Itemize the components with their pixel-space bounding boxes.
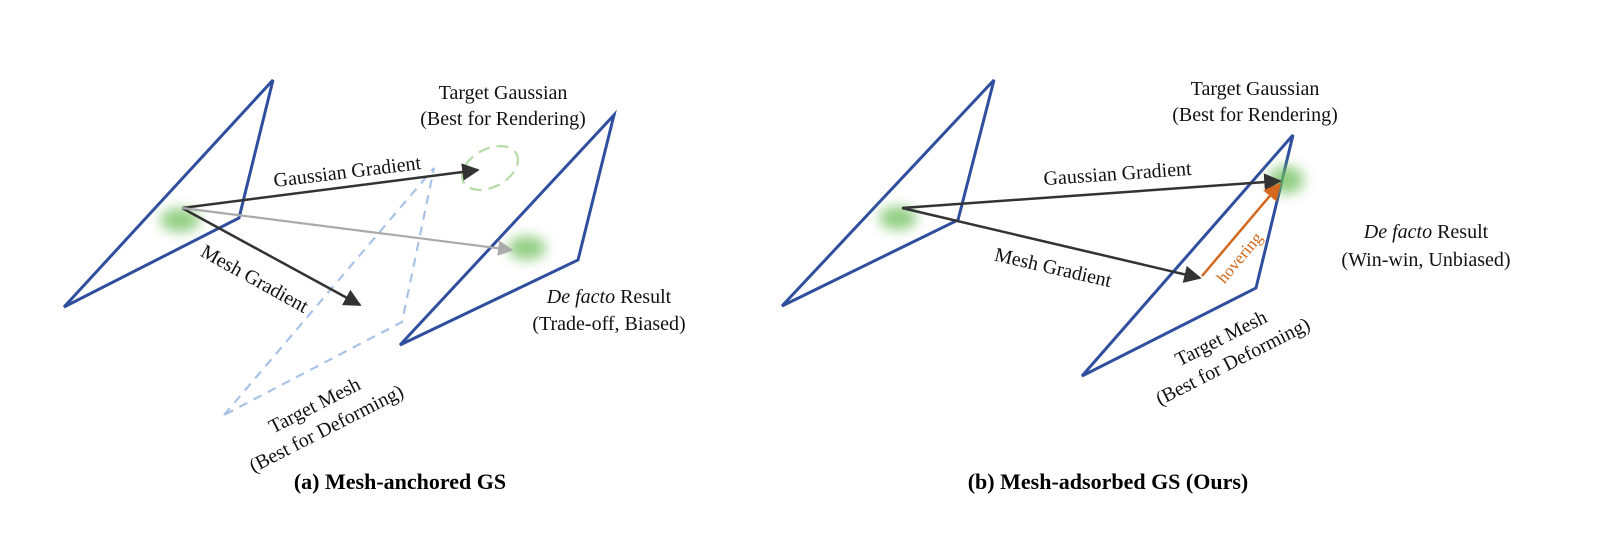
de-facto-result-subtitle: (Trade-off, Biased) xyxy=(532,313,685,335)
target-gaussian-title: Target Gaussian xyxy=(1191,78,1320,100)
de-facto-result-label: De facto Result xyxy=(1363,221,1489,243)
source-mesh-triangle xyxy=(62,78,275,309)
target-gaussian-ellipse xyxy=(460,144,520,192)
de-facto-result-subtitle: (Win-win, Unbiased) xyxy=(1341,249,1510,271)
hovering-arrow xyxy=(1201,182,1282,277)
de-facto-result-label: De facto Result xyxy=(546,286,672,308)
source-gaussian-blob xyxy=(879,206,917,230)
mesh-gradient-label: Mesh Gradient xyxy=(197,241,312,318)
panel-b: Target Gaussian (Best for Rendering) Gau… xyxy=(780,78,1511,494)
panel-a-caption: (a) Mesh-anchored GS xyxy=(294,469,506,494)
gaussian-gradient-arrow xyxy=(901,173,1282,210)
result-word: Result xyxy=(1432,221,1489,243)
target-gaussian-subtitle: (Best for Rendering) xyxy=(1172,104,1338,126)
target-mesh-triangle xyxy=(1080,134,1295,378)
target-gaussian-title: Target Gaussian xyxy=(439,82,568,104)
target-gaussian-blob xyxy=(1268,166,1304,194)
result-word: Result xyxy=(615,286,672,308)
de-facto-italic: De facto xyxy=(546,286,615,308)
gaussian-gradient-arrow xyxy=(181,163,480,210)
panel-b-caption: (b) Mesh-adsorbed GS (Ours) xyxy=(968,469,1249,494)
result-mesh-triangle xyxy=(398,109,617,347)
target-mesh-dashed-triangle xyxy=(223,167,436,416)
panel-a: Target Gaussian (Best for Rendering) Gau… xyxy=(62,78,686,494)
mesh-gradient-arrow xyxy=(901,206,1202,283)
gaussian-gradient-label: Gaussian Gradient xyxy=(1043,158,1193,190)
de-facto-result-arrow xyxy=(181,206,514,256)
mesh-gradient-arrow xyxy=(181,206,362,307)
mesh-gradient-label: Mesh Gradient xyxy=(992,244,1114,292)
source-gaussian-blob xyxy=(160,208,200,232)
target-gaussian-subtitle: (Best for Rendering) xyxy=(420,108,586,130)
source-mesh-triangle xyxy=(780,78,996,308)
de-facto-italic: De facto xyxy=(1363,221,1432,243)
result-gaussian-blob xyxy=(508,236,546,260)
